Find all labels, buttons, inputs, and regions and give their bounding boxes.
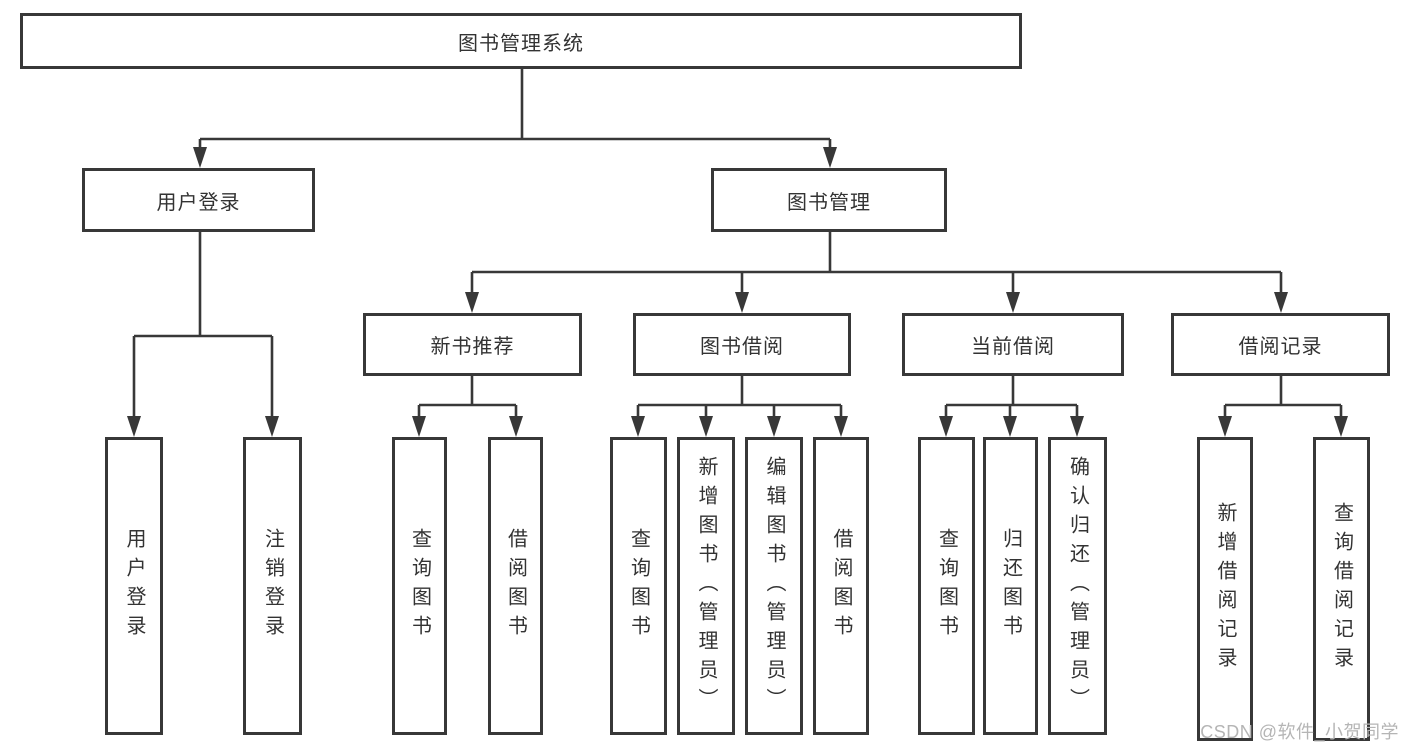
node-borrowing-records: 借阅记录 — [1171, 313, 1390, 376]
node-borrow-books-recommend: 借阅图书 — [488, 437, 543, 735]
node-label: 查询图书 — [935, 528, 958, 644]
node-label: 图书管理 — [787, 191, 871, 214]
node-query-borrow-record: 查询借阅记录 — [1313, 437, 1370, 741]
arrowhead — [465, 292, 479, 313]
node-edit-books-admin: 编辑图书（管理员） — [745, 437, 803, 735]
arrowhead — [412, 416, 426, 437]
node-label: 图书借阅 — [700, 336, 784, 358]
arrowhead — [1218, 416, 1232, 437]
arrowhead — [127, 416, 141, 437]
arrowhead — [939, 416, 953, 437]
arrowhead — [735, 292, 749, 313]
node-label: 用户登录 — [156, 191, 241, 214]
arrowhead — [1274, 292, 1288, 313]
arrowhead — [1070, 416, 1084, 437]
node-add-books-admin: 新增图书（管理员） — [677, 437, 735, 735]
arrowhead — [699, 416, 713, 437]
node-borrow-books-borrow: 借阅图书 — [813, 437, 869, 735]
arrowhead — [1334, 416, 1348, 437]
node-library-system-root: 图书管理系统 — [20, 13, 1022, 69]
arrowhead — [265, 416, 279, 437]
arrowhead — [767, 416, 781, 437]
node-label: 用户登录 — [123, 528, 145, 644]
node-book-borrowing: 图书借阅 — [633, 313, 851, 376]
node-query-books-recommend: 查询图书 — [392, 437, 447, 735]
csdn-watermark: CSDN @软件_小贺同学 — [1200, 722, 1399, 742]
node-label: 查询图书 — [627, 528, 650, 644]
arrowhead — [631, 416, 645, 437]
node-label: 图书管理系统 — [458, 32, 584, 55]
node-label: 借阅图书 — [830, 528, 852, 644]
node-label: 归还图书 — [999, 528, 1022, 644]
arrowhead — [834, 416, 848, 437]
node-new-book-recommendation: 新书推荐 — [363, 313, 582, 376]
node-logout-leaf: 注销登录 — [243, 437, 302, 735]
node-label: 借阅图书 — [504, 528, 527, 644]
arrowhead — [823, 147, 837, 168]
node-label: 新增借阅记录 — [1214, 502, 1236, 676]
node-label: 新书推荐 — [430, 336, 515, 358]
node-label: 当前借阅 — [971, 336, 1055, 358]
node-label: 查询借阅记录 — [1330, 502, 1353, 676]
node-confirm-return-admin: 确认归还（管理员） — [1048, 437, 1107, 735]
arrowhead — [193, 147, 207, 168]
node-return-books: 归还图书 — [983, 437, 1038, 735]
node-user-login: 用户登录 — [82, 168, 315, 232]
node-label: 确认归还（管理员） — [1066, 455, 1089, 717]
node-user-login-leaf: 用户登录 — [105, 437, 163, 735]
arrowhead — [509, 416, 523, 437]
node-add-borrow-record: 新增借阅记录 — [1197, 437, 1253, 741]
node-label: 查询图书 — [408, 528, 431, 644]
node-label: 借阅记录 — [1238, 336, 1323, 358]
node-current-borrowing: 当前借阅 — [902, 313, 1124, 376]
node-book-management: 图书管理 — [711, 168, 947, 232]
arrowhead — [1003, 416, 1017, 437]
arrowhead — [1006, 292, 1020, 313]
node-label: 编辑图书（管理员） — [763, 455, 785, 717]
node-query-books-borrow: 查询图书 — [610, 437, 667, 735]
node-label: 新增图书（管理员） — [695, 455, 717, 717]
node-label: 注销登录 — [261, 528, 284, 644]
node-query-books-current: 查询图书 — [918, 437, 975, 735]
